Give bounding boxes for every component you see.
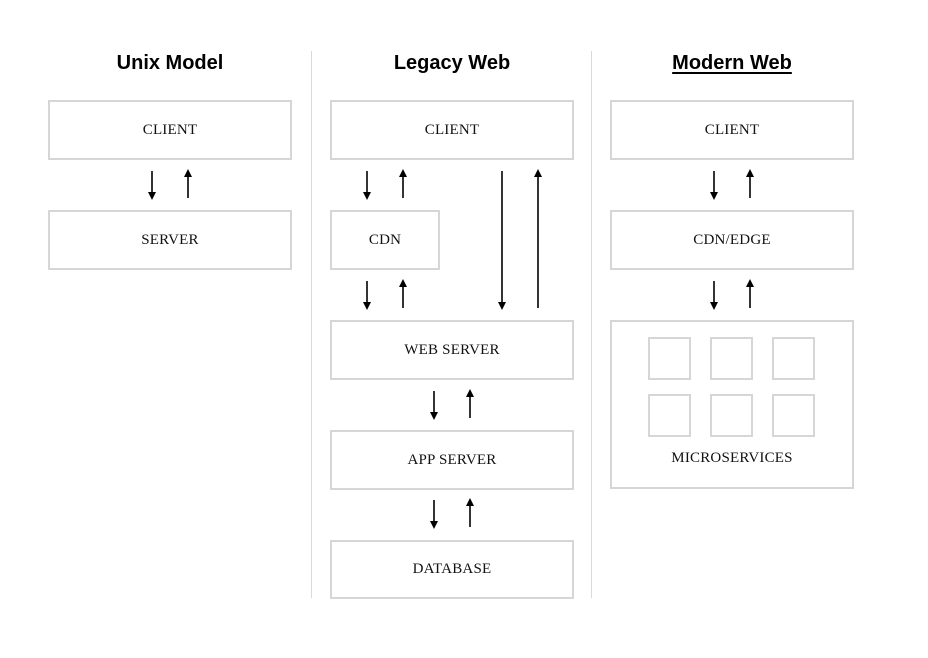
microservice-box bbox=[648, 337, 691, 380]
unix-client-box: CLIENT bbox=[48, 100, 292, 160]
legacy-database-box: DATABASE bbox=[330, 540, 574, 599]
modern-web-title: Modern Web bbox=[672, 52, 792, 74]
unix-model-title: Unix Model bbox=[116, 52, 224, 74]
legacy-app-server-label: APP SERVER bbox=[407, 451, 497, 468]
modern-client-box: CLIENT bbox=[610, 100, 854, 160]
microservice-box bbox=[710, 394, 753, 437]
legacy-cdn-box: CDN bbox=[330, 210, 440, 270]
legacy-cdn-label: CDN bbox=[368, 231, 402, 248]
legacy-web-server-box: WEB SERVER bbox=[330, 320, 574, 380]
legacy-client-label: CLIENT bbox=[424, 121, 480, 138]
legacy-web-title: Legacy Web bbox=[393, 52, 511, 74]
unix-server-label: SERVER bbox=[141, 231, 199, 248]
microservice-box bbox=[710, 337, 753, 380]
legacy-app-server-box: APP SERVER bbox=[330, 430, 574, 490]
microservice-box bbox=[772, 394, 815, 437]
modern-cdn-edge-label: CDN/EDGE bbox=[693, 231, 771, 248]
unix-server-box: SERVER bbox=[48, 210, 292, 270]
divider-left bbox=[311, 51, 312, 598]
unix-client-label: CLIENT bbox=[142, 121, 198, 138]
microservice-box bbox=[648, 394, 691, 437]
microservice-box bbox=[772, 337, 815, 380]
modern-cdn-edge-box: CDN/EDGE bbox=[610, 210, 854, 270]
legacy-web-server-label: WEB SERVER bbox=[404, 341, 500, 358]
modern-client-label: CLIENT bbox=[704, 121, 760, 138]
legacy-client-box: CLIENT bbox=[330, 100, 574, 160]
divider-right bbox=[591, 51, 592, 598]
microservices-label: MICROSERVICES bbox=[671, 450, 793, 466]
legacy-database-label: DATABASE bbox=[412, 561, 492, 577]
